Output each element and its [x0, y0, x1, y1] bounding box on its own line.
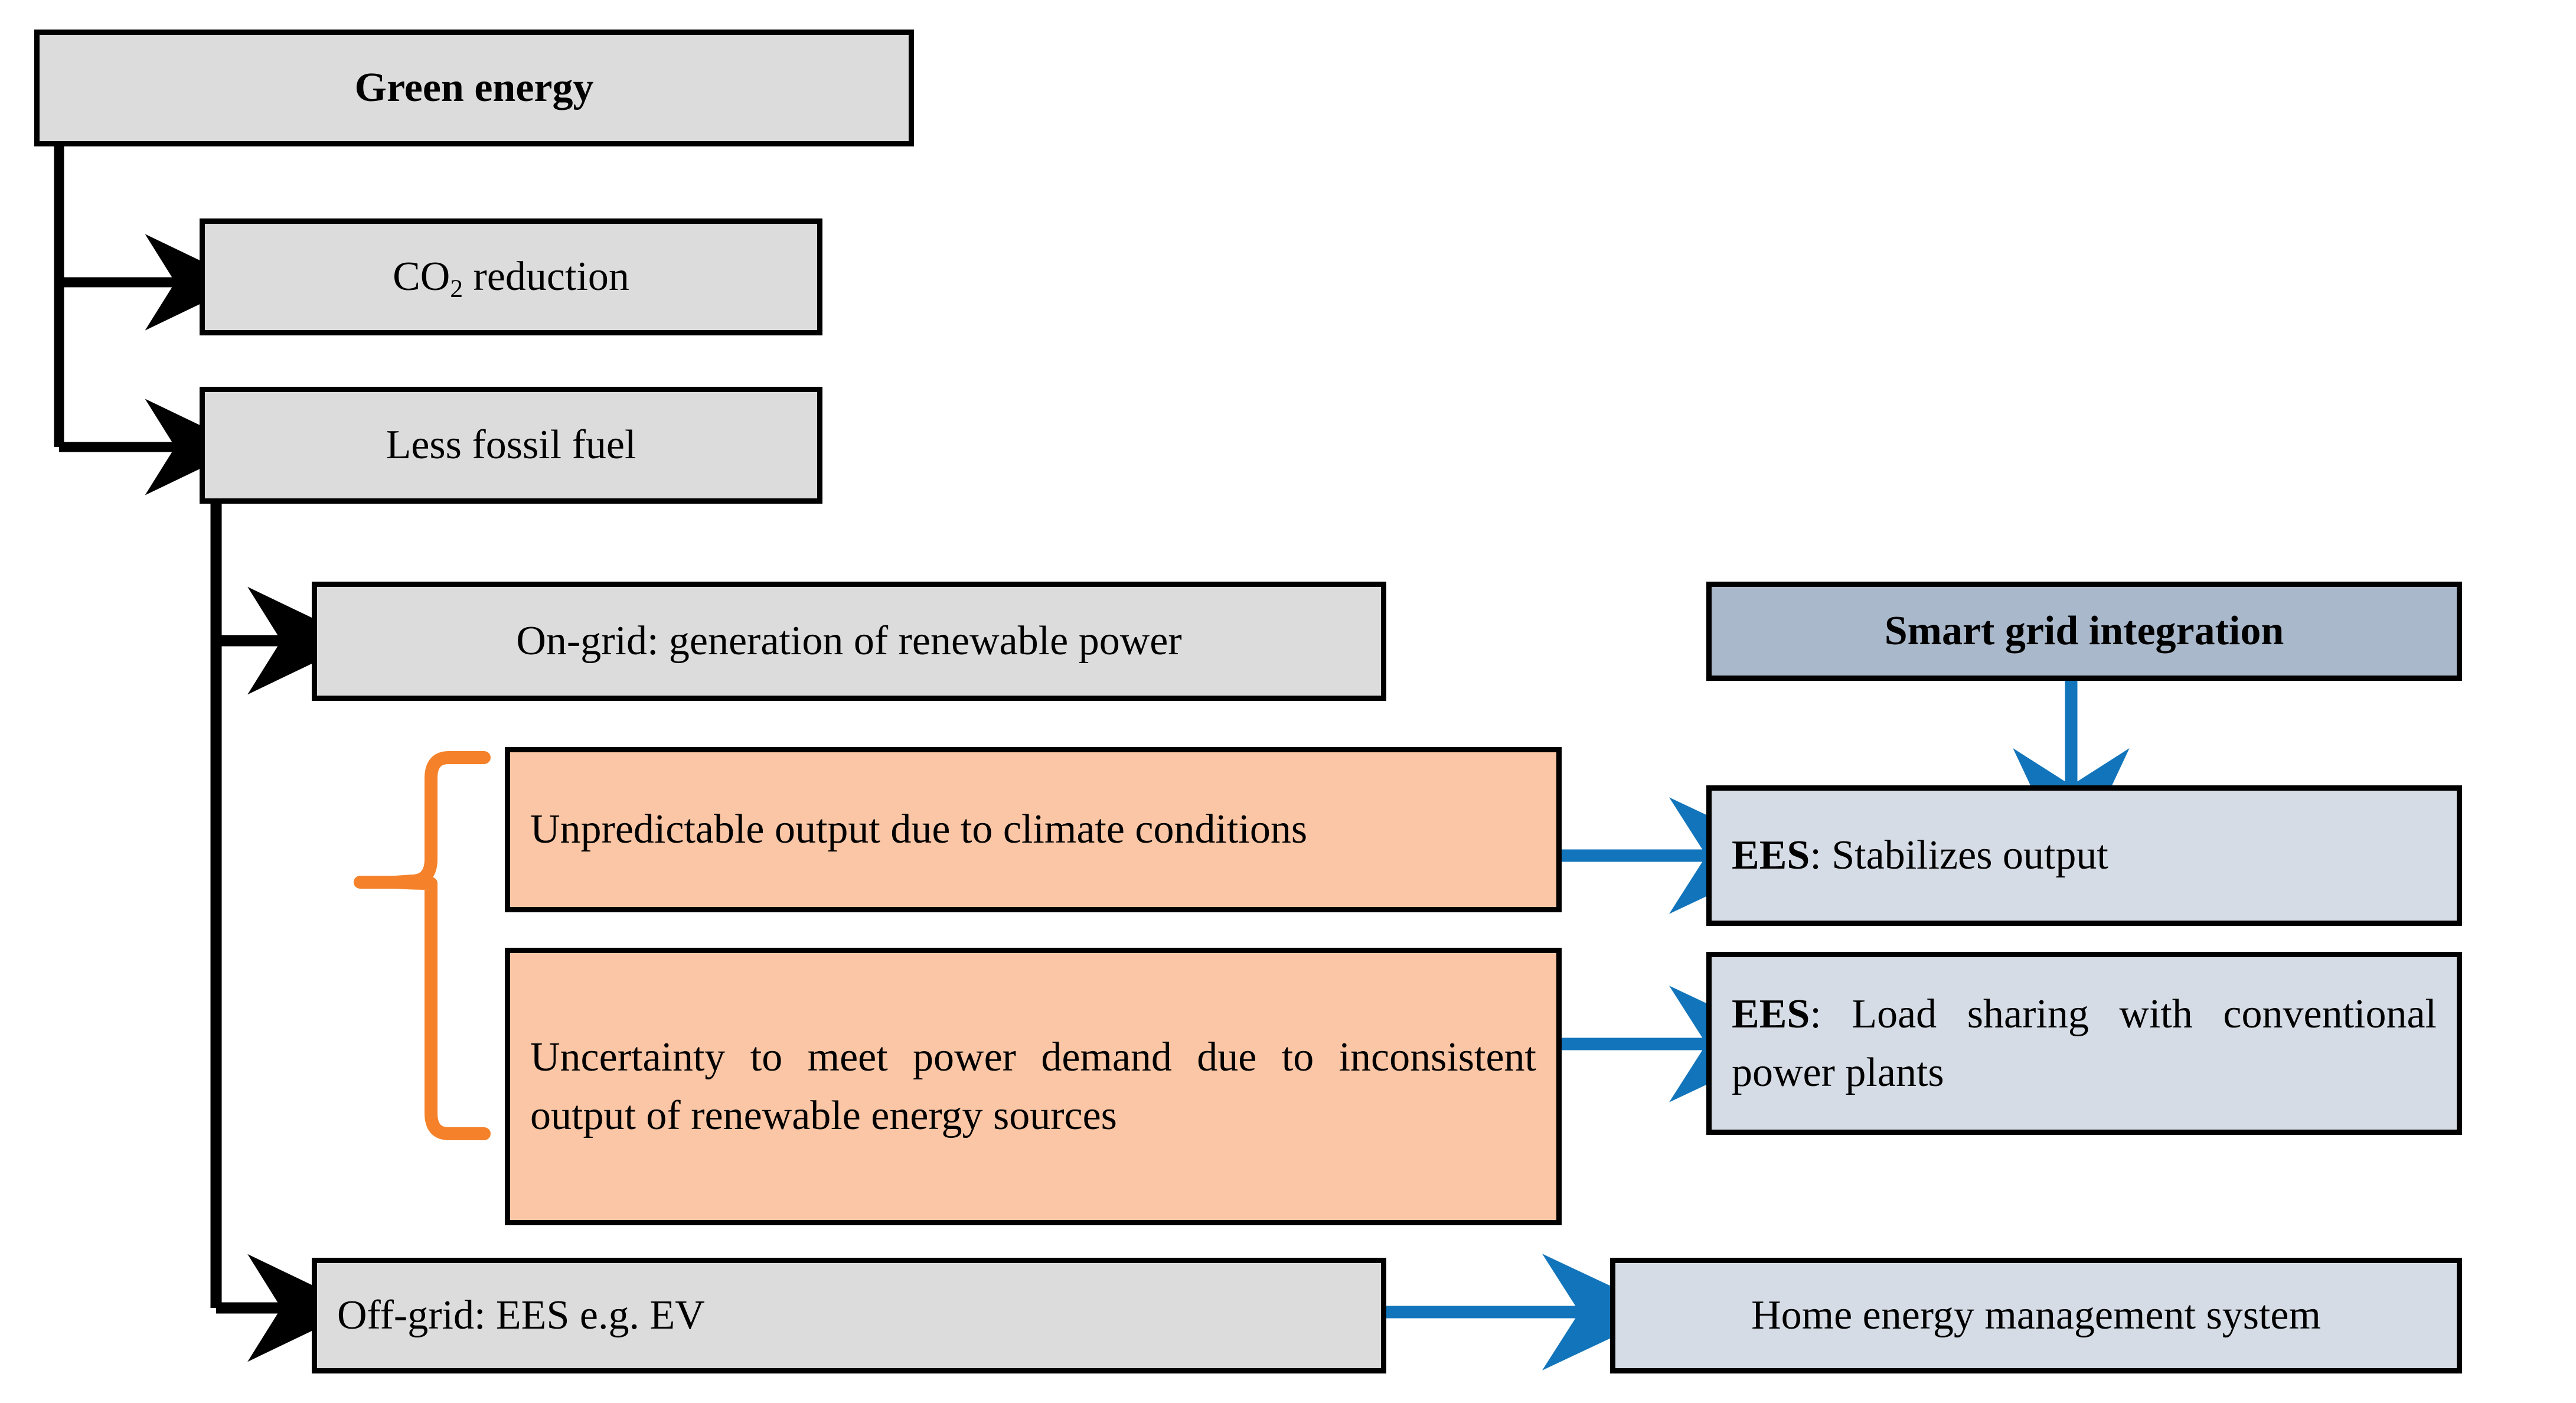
node-uncertainty-power-demand[interactable]: Uncertainty to meet power demand due to … [505, 948, 1562, 1225]
arrow-less-fossil-fuel-to-on-grid [210, 496, 360, 695]
node-ees-load-sharing-label: EES: Load sharing with conventional powe… [1732, 991, 2437, 1095]
node-unpredictable-output-label: Unpredictable output due to climate cond… [530, 807, 1308, 853]
node-uncertainty-power-demand-label: Uncertainty to meet power demand due to … [530, 1034, 1536, 1138]
node-green-energy-label: Green energy [354, 65, 594, 111]
node-off-grid[interactable]: Off-grid: EES e.g. EV [312, 1258, 1386, 1373]
node-less-fossil-fuel[interactable]: Less fossil fuel [200, 387, 822, 504]
arrow-green-energy-to-less-fossil-fuel [54, 282, 246, 495]
node-co2-reduction-label: CO2 reduction [393, 254, 629, 303]
node-home-energy-management-system-label: Home energy management system [1751, 1293, 2321, 1339]
node-green-energy[interactable]: Green energy [34, 30, 914, 146]
node-on-grid[interactable]: On-grid: generation of renewable power [312, 582, 1386, 701]
arrow-green-energy-to-co2-reduction [54, 145, 246, 331]
node-ees-load-sharing[interactable]: EES: Load sharing with conventional powe… [1706, 952, 2462, 1135]
node-smart-grid-integration-label: Smart grid integration [1884, 608, 2284, 654]
arrow-less-fossil-fuel-to-off-grid [210, 641, 360, 1362]
node-smart-grid-integration[interactable]: Smart grid integration [1706, 582, 2462, 681]
orange-curly-brace-grouping-issues [354, 751, 491, 1140]
node-less-fossil-fuel-label: Less fossil fuel [386, 422, 636, 468]
node-home-energy-management-system[interactable]: Home energy management system [1610, 1258, 2462, 1373]
node-ees-stabilizes-output[interactable]: EES: Stabilizes output [1706, 785, 2462, 926]
node-unpredictable-output[interactable]: Unpredictable output due to climate cond… [505, 747, 1562, 912]
node-ees-stabilizes-output-label: EES: Stabilizes output [1732, 833, 2108, 879]
node-on-grid-label: On-grid: generation of renewable power [516, 618, 1182, 664]
node-off-grid-label: Off-grid: EES e.g. EV [337, 1293, 705, 1339]
node-co2-reduction[interactable]: CO2 reduction [200, 218, 822, 335]
